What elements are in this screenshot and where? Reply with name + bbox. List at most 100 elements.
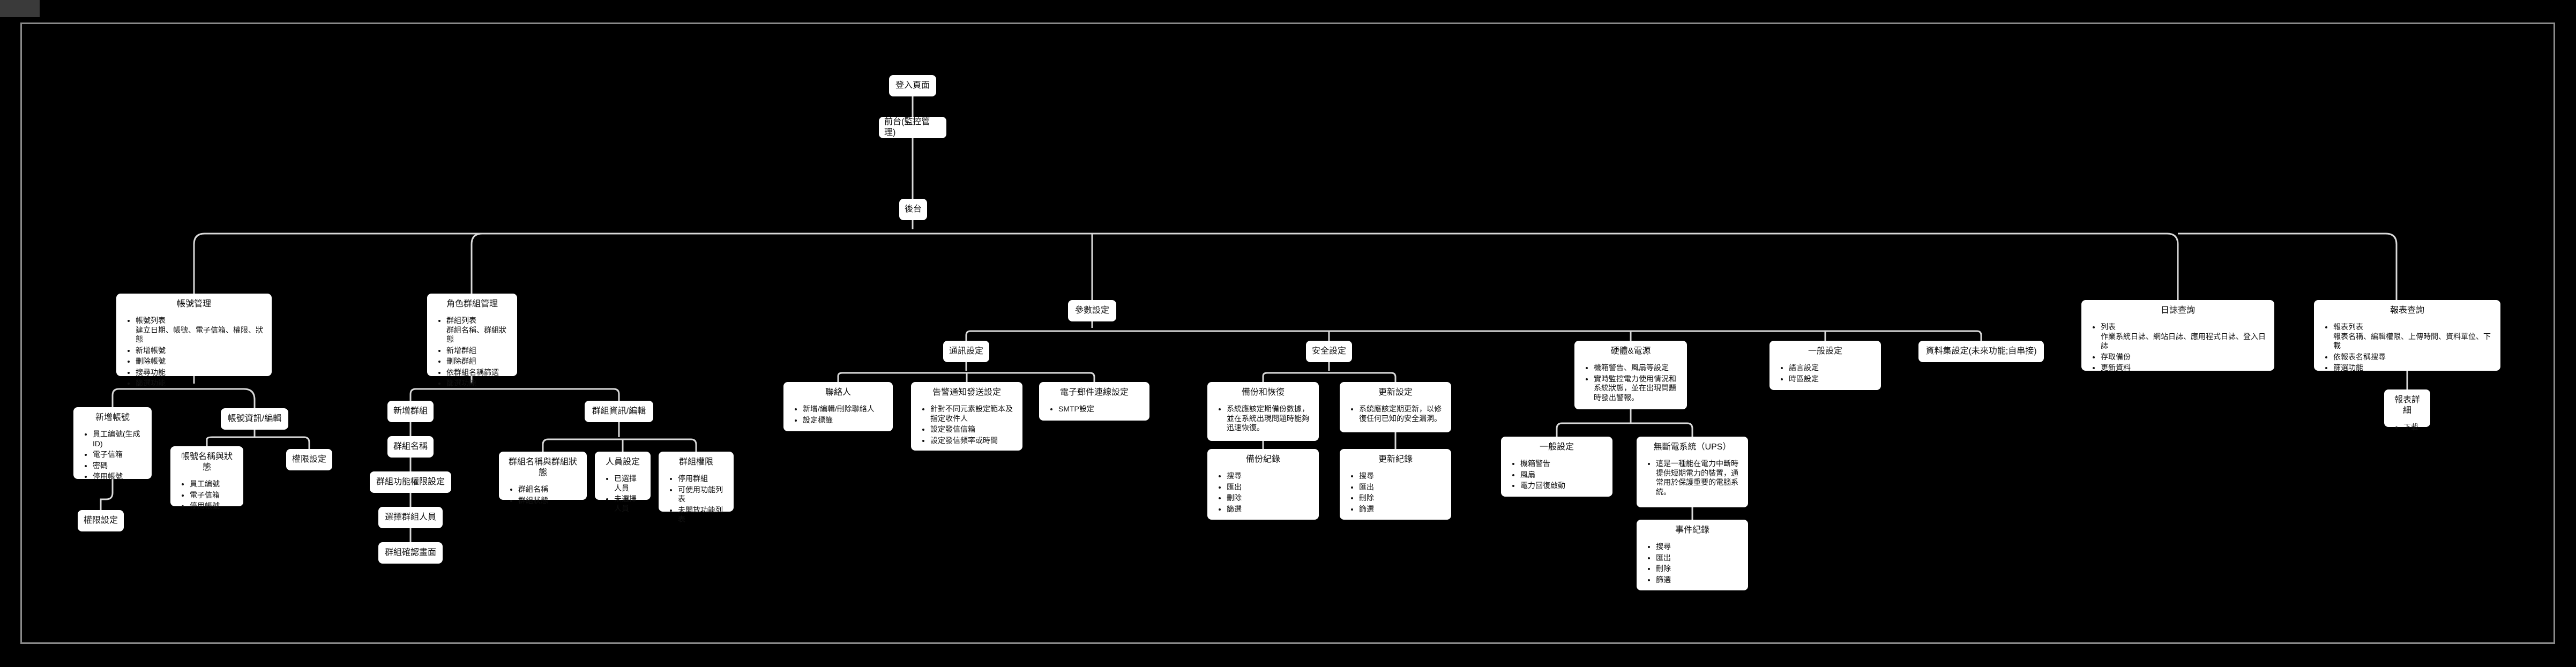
node-new-group[interactable]: 新增群組 xyxy=(387,401,434,422)
node-items: 搜尋 匯出 刪除 篩選 xyxy=(1347,471,1444,514)
node-items: 語言設定 時區設定 xyxy=(1777,363,1873,384)
list-item: 匯出 xyxy=(1227,483,1311,492)
node-items: 停用群組 可使用功能列表 未開放功能列表 xyxy=(666,474,726,524)
node-parameter-settings[interactable]: 參數設定 xyxy=(1068,300,1116,321)
node-smtp-settings[interactable]: 電子郵件連線設定 SMTP設定 xyxy=(1039,382,1149,421)
list-item: 電子信箱 xyxy=(190,491,236,500)
node-front-monitoring[interactable]: 前台(監控管理) xyxy=(879,117,946,138)
list-item: 刪除帳號 xyxy=(136,357,264,366)
node-items: 報表列表 報表名稱、編輯權限、上傳時間、資料單位、下載 依報表名稱搜尋 篩選功能 xyxy=(2321,323,2493,373)
node-login-page[interactable]: 登入頁面 xyxy=(889,75,936,96)
list-item: 這是一種能在電力中斷時 提供短期電力的裝置，通 常用於保護重要的電腦系 統。 xyxy=(1656,459,1741,497)
connector-line xyxy=(965,330,1982,341)
node-select-members[interactable]: 選擇群組人員 xyxy=(378,507,443,528)
list-item: 群組列表 群組名稱、群組狀態 xyxy=(446,316,510,344)
node-items: 新增/編輯/刪除聯絡人 設定標籤 xyxy=(791,404,885,425)
list-item: 員工編號(生成ID) xyxy=(93,430,144,448)
node-role-group-management[interactable]: 角色群組管理 群組列表 群組名稱、群組狀態 新增群組 刪除群組 依群組名稱篩選 … xyxy=(427,294,517,387)
list-item: 搜尋功能 xyxy=(136,368,264,378)
list-item: 刪除群組 xyxy=(446,357,510,366)
list-item: 實時監控電力使用情況和 系統狀態，並在出現問題 時發出警報。 xyxy=(1594,374,1679,403)
node-event-log[interactable]: 事件紀錄 搜尋 匯出 刪除 篩選 xyxy=(1637,520,1748,590)
node-items: 下載 xyxy=(2392,423,2423,432)
node-items: 系統應該定期備份數據， 並在系統出現問題時能夠 迅速恢復。 xyxy=(1215,404,1311,433)
node-group-permission-setting[interactable]: 群組功能權限設定 xyxy=(370,471,451,493)
node-dataset-settings[interactable]: 資料集設定(未來功能;自串接) xyxy=(1918,341,2044,362)
node-update-log[interactable]: 更新紀錄 搜尋 匯出 刪除 篩選 xyxy=(1340,449,1451,520)
node-group-name-status[interactable]: 群組名稱與群組狀態 群組名稱 群組狀態 xyxy=(499,452,587,505)
list-item: 員工編號 xyxy=(190,479,236,489)
list-item: 設定發信頻率或時間 xyxy=(930,436,1015,446)
list-item: 系統應該定期更新，以修 復任何已知的安全漏洞。 xyxy=(1359,404,1444,423)
node-permission-setting-2[interactable]: 權限設定 xyxy=(286,449,332,470)
node-new-account[interactable]: 新增帳號 員工編號(生成ID) 電子信箱 密碼 停用帳號 xyxy=(73,407,152,482)
node-title: 告警通知發送設定 xyxy=(932,388,1001,397)
connector-line xyxy=(206,436,310,449)
node-report-detail[interactable]: 報表詳細 下載 xyxy=(2384,389,2430,431)
node-title: 日誌查詢 xyxy=(2160,306,2195,315)
node-title: 電子郵件連線設定 xyxy=(1059,388,1129,397)
node-alert-notify-settings[interactable]: 告警通知發送設定 針對不同元素設定範本及 指定收件人 設定發信信箱 設定發信頻率… xyxy=(911,382,1022,451)
list-item: 機箱警告、風扇等設定 xyxy=(1594,363,1679,373)
list-item: 篩選功能 xyxy=(136,379,264,388)
list-item: 匯出 xyxy=(1656,553,1741,563)
node-hardware-general[interactable]: 一般設定 機箱警告 風扇 電力回復啟動 xyxy=(1501,437,1612,497)
list-item: 針對不同元素設定範本及 指定收件人 xyxy=(930,404,1015,423)
node-backup-log[interactable]: 備份紀錄 搜尋 匯出 刪除 篩選 xyxy=(1207,449,1319,520)
node-items: 員工編號 電子信箱 停用帳號 xyxy=(178,479,236,511)
node-group-permission[interactable]: 群組權限 停用群組 可使用功能列表 未開放功能列表 xyxy=(659,452,734,523)
list-item: 匯出 xyxy=(1359,483,1444,492)
node-log-query[interactable]: 日誌查詢 列表 作業系統日誌、網站日誌、應用程式日誌、登入日誌 存取備份 更新資… xyxy=(2081,300,2274,373)
list-item: 更新資料 xyxy=(2101,363,2267,373)
list-item: 已選擇人員 xyxy=(614,474,643,493)
list-item: 篩選 xyxy=(1656,575,1741,585)
list-item: 密碼 xyxy=(93,461,144,471)
node-title: 聯絡人 xyxy=(825,388,851,397)
node-items: 群組列表 群組名稱、群組狀態 新增群組 刪除群組 依群組名稱篩選 篩選功能 xyxy=(435,316,510,388)
node-group-confirm[interactable]: 群組確認畫面 xyxy=(378,542,443,564)
list-item: 篩選 xyxy=(1227,505,1311,514)
list-item: 報表列表 報表名稱、編輯權限、上傳時間、資料單位、下載 xyxy=(2333,323,2493,351)
node-items: 這是一種能在電力中斷時 提供短期電力的裝置，通 常用於保護重要的電腦系 統。 xyxy=(1644,459,1741,497)
list-item: 搜尋 xyxy=(1359,471,1444,481)
list-item: 電子信箱 xyxy=(93,450,144,460)
list-item: SMTP設定 xyxy=(1058,404,1142,414)
node-security-settings[interactable]: 安全設定 xyxy=(1306,341,1352,362)
list-item: 可使用功能列表 xyxy=(678,485,726,504)
connector-line xyxy=(111,388,256,408)
node-permission-setting-1[interactable]: 權限設定 xyxy=(78,510,124,531)
node-group-name[interactable]: 群組名稱 xyxy=(387,436,434,458)
node-contacts[interactable]: 聯絡人 新增/編輯/刪除聯絡人 設定標籤 xyxy=(783,382,893,431)
connector-line xyxy=(542,438,697,452)
list-item: 依報表名稱搜尋 xyxy=(2333,353,2493,362)
node-items: 已選擇人員 未選擇人員 xyxy=(602,474,643,513)
node-account-edit[interactable]: 帳號資訊/編輯 xyxy=(221,408,288,430)
canvas-corner-tab xyxy=(0,0,40,17)
node-backup-restore[interactable]: 備份和恢復 系統應該定期備份數據， 並在系統出現問題時能夠 迅速恢復。 xyxy=(1207,382,1319,441)
list-item: 篩選 xyxy=(1359,505,1444,514)
node-account-name-status[interactable]: 帳號名稱與狀態 員工編號 電子信箱 停用帳號 xyxy=(170,446,243,510)
list-item: 搜尋 xyxy=(1656,542,1741,552)
node-general-settings[interactable]: 一般設定 語言設定 時區設定 xyxy=(1769,341,1881,390)
node-items: 員工編號(生成ID) 電子信箱 密碼 停用帳號 xyxy=(81,430,144,482)
node-items: 搜尋 匯出 刪除 篩選 xyxy=(1644,542,1741,584)
node-account-management[interactable]: 帳號管理 帳號列表 建立日期、帳號、電子信箱、權限、狀態 新增帳號 刪除帳號 搜… xyxy=(116,294,272,387)
node-title: 帳號名稱與狀態 xyxy=(181,452,233,472)
list-item: 未選擇人員 xyxy=(614,494,643,513)
node-report-query[interactable]: 報表查詢 報表列表 報表名稱、編輯權限、上傳時間、資料單位、下載 依報表名稱搜尋… xyxy=(2314,300,2500,373)
node-notify-settings[interactable]: 通訊設定 xyxy=(943,341,989,362)
list-item: 群組名稱 xyxy=(518,485,579,494)
list-item: 未開放功能列表 xyxy=(678,506,726,524)
node-title: 群組權限 xyxy=(678,458,713,467)
node-items: SMTP設定 xyxy=(1047,404,1142,414)
node-ups[interactable]: 無斷電系統（UPS） 這是一種能在電力中斷時 提供短期電力的裝置，通 常用於保護… xyxy=(1637,437,1748,507)
list-item: 新增/編輯/刪除聯絡人 xyxy=(803,404,885,414)
diagram-frame xyxy=(20,23,2555,644)
node-update-settings[interactable]: 更新設定 系統應該定期更新，以修 復任何已知的安全漏洞。 xyxy=(1340,382,1451,432)
node-backend[interactable]: 後台 xyxy=(899,199,927,220)
list-item: 電力回復啟動 xyxy=(1520,481,1605,491)
node-member-setting[interactable]: 人員設定 已選擇人員 未選擇人員 xyxy=(595,452,651,513)
node-group-edit[interactable]: 群組資訊/編輯 xyxy=(585,401,653,422)
node-hardware-power[interactable]: 硬體&電源 機箱警告、風扇等設定 實時監控電力使用情況和 系統狀態，並在出現問題… xyxy=(1574,341,1687,409)
